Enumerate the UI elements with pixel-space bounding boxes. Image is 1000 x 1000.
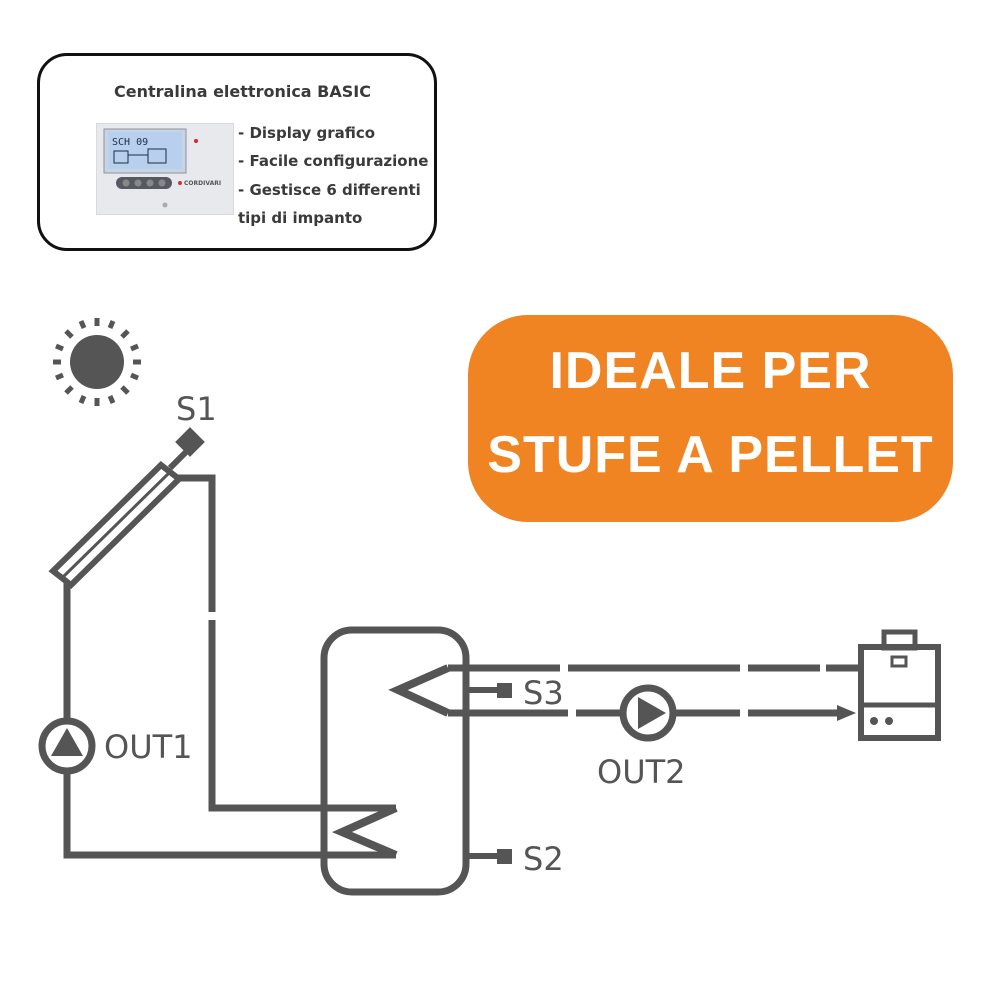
pellet-stove-icon (858, 629, 941, 741)
promo-line-1: IDEALE PER (549, 342, 872, 400)
pump-out1-icon (38, 717, 96, 775)
feature-item: - Gestisce 6 differenti (238, 181, 421, 199)
feature-item: - Facile configurazione (238, 152, 429, 170)
solar-coil (331, 804, 398, 859)
sensor-s2-icon (497, 849, 512, 864)
storage-tank (320, 626, 470, 896)
sensor-s1-icon (175, 427, 205, 457)
sun-icon (53, 318, 141, 406)
promo-line-2: STUFE A PELLET (487, 426, 934, 484)
brand-label: CORDIVARI (184, 180, 221, 187)
label-s1: S1 (176, 390, 217, 428)
controller-device-image: SCH 09 CORDIVARI (96, 123, 234, 215)
label-s3: S3 (523, 674, 564, 712)
promo-badge: IDEALE PER STUFE A PELLET (468, 315, 953, 522)
label-out1: OUT1 (104, 728, 193, 766)
flow-arrow-icon (837, 705, 856, 721)
label-s2: S2 (523, 840, 564, 878)
upper-coil (388, 664, 450, 717)
card-title: Centralina elettronica BASIC (114, 82, 371, 101)
controller-info-card: Centralina elettronica BASIC SCH 09 CORD… (37, 53, 437, 251)
feature-item: - Display grafico (238, 124, 376, 142)
label-out2: OUT2 (597, 753, 686, 791)
sensor-s3-icon (497, 683, 512, 698)
screen-text: SCH 09 (112, 137, 148, 148)
pump-out2-icon (619, 684, 677, 742)
feature-item: tipi di impanto (238, 209, 363, 227)
